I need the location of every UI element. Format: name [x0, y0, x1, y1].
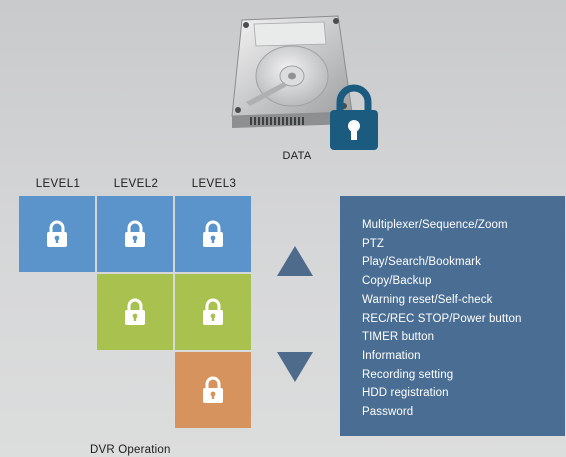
hard-drive-icon [226, 10, 376, 150]
padlock-icon [124, 220, 146, 248]
triangle-down-icon [277, 352, 313, 382]
data-label: DATA [282, 150, 312, 162]
level-1-label: LEVEL1 [35, 178, 81, 190]
function-item: Password [362, 406, 414, 419]
padlock-icon [124, 298, 146, 326]
padlock-icon [328, 82, 380, 157]
padlock-icon [202, 376, 224, 404]
function-item: Copy/Backup [362, 275, 432, 288]
level-cell-r1-c1 [19, 196, 95, 272]
level-cell-r2-c2 [97, 274, 173, 350]
permission-grid [19, 196, 253, 430]
level-cell-r1-c3 [175, 196, 251, 272]
function-item: PTZ [362, 237, 385, 250]
padlock-icon [202, 298, 224, 326]
function-item: Warning reset/Self-check [362, 293, 493, 306]
function-item: Recording setting [362, 368, 454, 381]
function-item: Play/Search/Bookmark [362, 256, 481, 269]
level-cell-r2-c3 [175, 274, 251, 350]
padlock-icon [202, 220, 224, 248]
triangle-up-icon [277, 246, 313, 276]
function-item: TIMER button [362, 331, 435, 344]
level-cell-r3-c3 [175, 352, 251, 428]
function-item: Multiplexer/Sequence/Zoom [362, 219, 508, 231]
function-item: REC/REC STOP/Power button [362, 312, 522, 325]
dvr-operation-caption: DVR Operation [90, 444, 171, 456]
function-item: HDD registration [362, 387, 449, 400]
padlock-icon [46, 220, 68, 248]
level-cell-r1-c2 [97, 196, 173, 272]
level-3-label: LEVEL3 [191, 178, 237, 190]
function-item: Information [362, 349, 421, 362]
level-2-label: LEVEL2 [113, 178, 159, 190]
